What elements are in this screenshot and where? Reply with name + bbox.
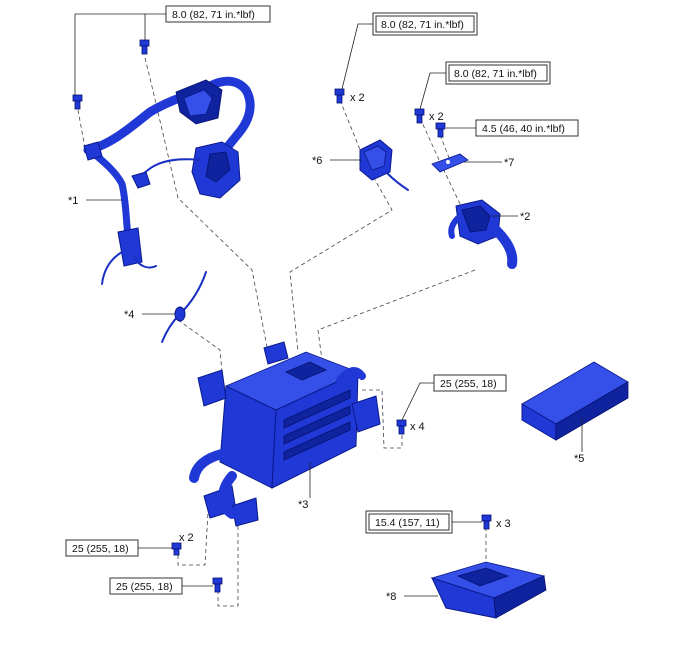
part-main-unit-3	[189, 341, 381, 527]
part-connector-6	[359, 139, 409, 191]
callout-p7: *7	[504, 157, 514, 169]
part-under-cover-8	[430, 561, 547, 619]
torque-specs: 8.0 (82, 71 in.*lbf) 8.0 (82, 71 in.*lbf…	[65, 5, 579, 595]
alignment-lines	[77, 57, 487, 607]
bolt-icon	[481, 514, 492, 530]
torque-label-p8: 15.4 (157, 11)	[375, 517, 440, 529]
part-bracket-7	[431, 153, 469, 173]
bolt-icon	[396, 419, 407, 435]
bolt-icon	[435, 122, 446, 138]
bolt-icon	[139, 39, 150, 55]
torque-label-left-b: 25 (255, 18)	[116, 581, 173, 593]
quantity-labels: x 2 x 2 x 4 x 2 x 3	[179, 92, 511, 544]
callout-p4: *4	[124, 309, 134, 321]
qty-label-p8: x 3	[496, 518, 511, 530]
part-wire-harness	[83, 76, 255, 285]
torque-label-harness: 8.0 (82, 71 in.*lbf)	[172, 9, 255, 21]
torque-label-left-a: 25 (255, 18)	[72, 543, 129, 555]
bolt-icon	[171, 542, 182, 556]
part-callouts: *1 *2 *3 *4 *5 *6 *7 *8	[68, 155, 584, 603]
bolt-icon	[334, 88, 345, 104]
qty-label-p2: x 2	[429, 111, 444, 123]
part-cover-5	[521, 361, 629, 441]
bolt-icon	[72, 94, 83, 110]
callout-p2: *2	[520, 211, 530, 223]
torque-label-right: 25 (255, 18)	[440, 378, 497, 390]
callout-p3: *3	[298, 499, 308, 511]
bolts	[72, 39, 492, 593]
qty-label-p6: x 2	[350, 92, 365, 104]
torque-label-p6: 8.0 (82, 71 in.*lbf)	[381, 19, 464, 31]
part-sensor-wire	[161, 271, 207, 343]
callout-p5: *5	[574, 453, 584, 465]
torque-label-p2: 8.0 (82, 71 in.*lbf)	[454, 68, 537, 80]
torque-label-p7: 4.5 (46, 40 in.*lbf)	[482, 123, 565, 135]
callout-p1: *1	[68, 195, 78, 207]
callout-p8: *8	[386, 591, 396, 603]
qty-label-right: x 4	[410, 421, 425, 433]
bolt-icon	[414, 108, 425, 124]
callout-p6: *6	[312, 155, 322, 167]
part-hose-assy-2	[448, 199, 518, 269]
qty-label-left: x 2	[179, 532, 194, 544]
bolt-icon	[212, 577, 223, 593]
